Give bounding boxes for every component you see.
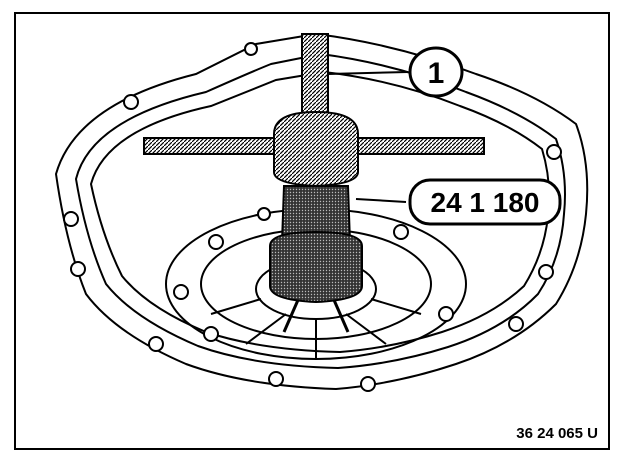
tool-callout: 24 1 180: [408, 178, 562, 226]
transmission-illustration: 1 24 1 180: [54, 32, 589, 392]
callout-leaders: [327, 71, 409, 203]
tool-number-label: 24 1 180: [431, 187, 540, 218]
tool-lower-sleeve: [269, 230, 363, 304]
plate-bolts: [173, 207, 454, 342]
bolt-holes: [63, 42, 562, 392]
diagram-frame: 1 24 1 180 36 24 065 U: [14, 12, 610, 450]
part-number-label: 1: [428, 57, 445, 90]
part-callout: 1: [408, 46, 464, 98]
tool-upper-cap: [273, 110, 359, 188]
tool-legs: [282, 299, 350, 333]
figure-code: 36 24 065 U: [516, 425, 598, 442]
